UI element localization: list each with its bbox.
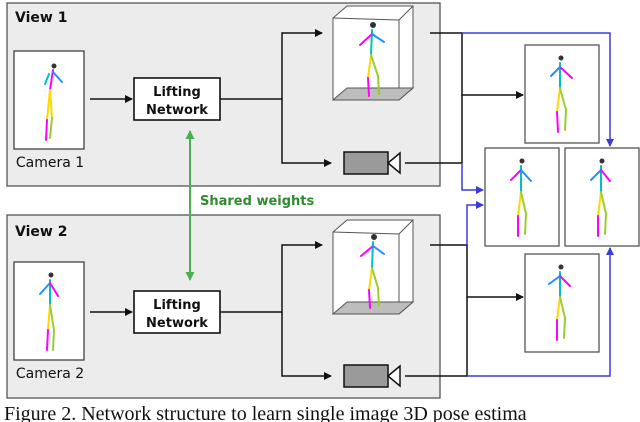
shared-weights-label: Shared weights xyxy=(200,194,315,209)
view2-pose-to-bottom xyxy=(430,244,524,301)
view2-camera-label: Camera 2 xyxy=(16,366,84,382)
result-middle-left xyxy=(484,147,560,247)
result-middle-right xyxy=(564,147,640,247)
view2-2d-skeleton xyxy=(39,272,59,351)
view1-lifting-network: Lifting Network xyxy=(133,77,221,121)
view2-camera-arrow xyxy=(281,312,332,380)
view2-3d-pose xyxy=(331,219,415,315)
view1-3d-skeleton xyxy=(359,22,385,97)
view2-input-image xyxy=(13,261,85,361)
view2-lifting-network: Lifting Network xyxy=(133,290,221,334)
view1-cam-to-middle-left xyxy=(461,163,484,194)
shared-weights-label-bg xyxy=(198,190,318,210)
view1-camera-arrow xyxy=(281,99,332,167)
view1-pose-to-top xyxy=(430,32,524,99)
view2-pose-to-middle-left xyxy=(466,201,484,245)
view2-cam-to-middle-right xyxy=(467,247,614,377)
view1-pose-to-middle-right xyxy=(462,32,614,147)
view1-input-image xyxy=(13,50,85,150)
view2-network-label-line1: Lifting xyxy=(153,298,201,313)
view2-pose-arrow xyxy=(220,241,323,313)
view1-network-label-line2: Network xyxy=(146,103,208,118)
view1-title: View 1 xyxy=(15,10,67,26)
figure-caption: Figure 2. Network structure to learn sin… xyxy=(4,403,527,422)
view2-3d-skeleton xyxy=(360,234,385,309)
view1-camera-label: Camera 1 xyxy=(16,155,84,171)
view2-title: View 2 xyxy=(15,224,67,240)
view1-pose-arrow xyxy=(220,29,323,100)
view2-network-label-line2: Network xyxy=(146,316,208,331)
view1-2d-skeleton xyxy=(44,63,63,141)
view1-network-label-line1: Lifting xyxy=(153,85,201,100)
view1-3d-pose xyxy=(331,5,415,101)
result-top xyxy=(524,44,600,144)
view1-camera-icon xyxy=(343,151,401,175)
result-bottom xyxy=(524,253,600,353)
view2-camera-icon xyxy=(343,364,401,388)
